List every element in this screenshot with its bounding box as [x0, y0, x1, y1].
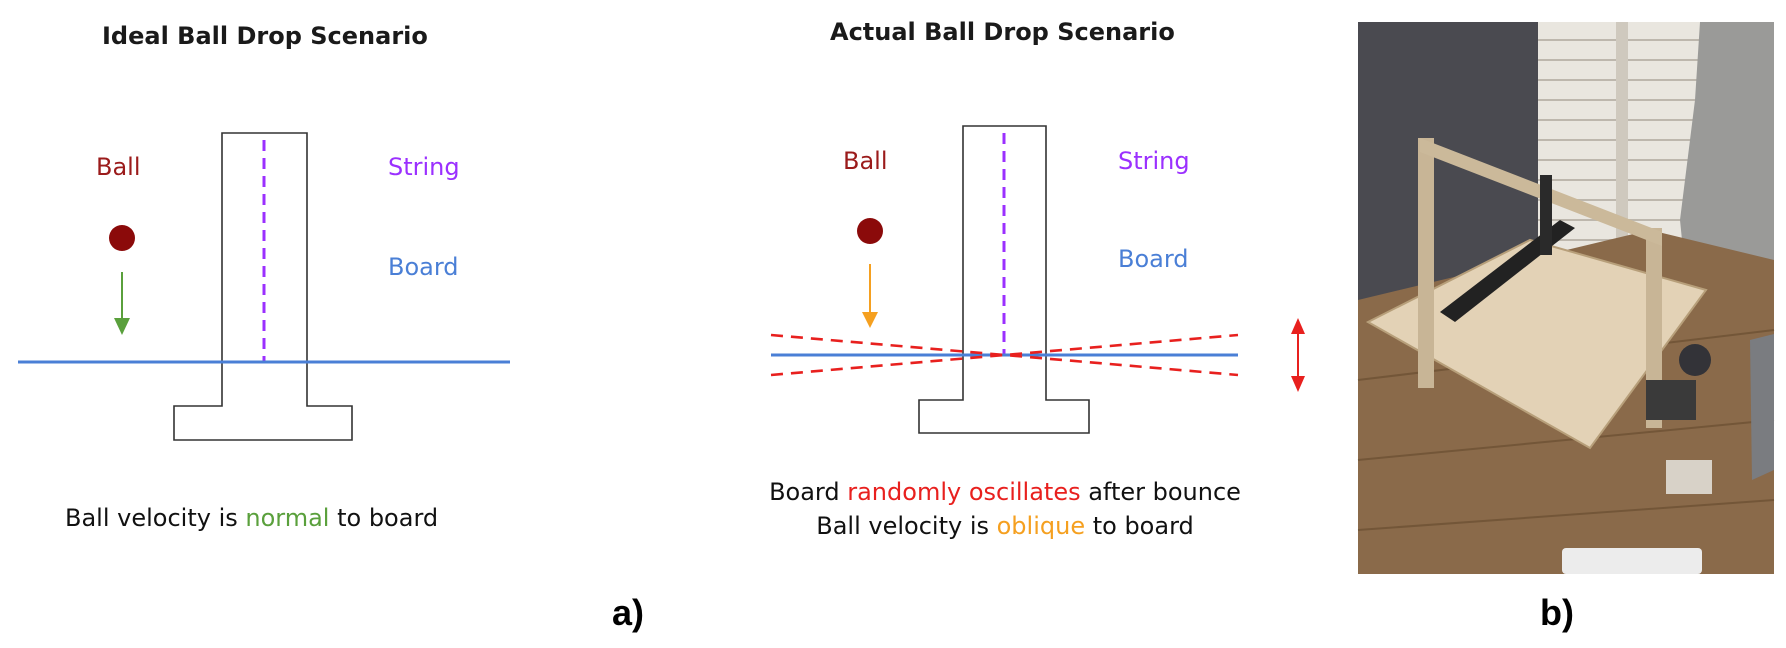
actual-caption1-post: after bounce	[1080, 478, 1241, 506]
ideal-title: Ideal Ball Drop Scenario	[102, 22, 428, 50]
actual-string-label: String	[1118, 147, 1190, 175]
photo-grid-board	[1365, 238, 1708, 450]
ideal-stand-outline	[173, 132, 353, 441]
actual-oscillation-line-up	[770, 333, 1239, 377]
actual-caption-line1: Board randomly oscillates after bounce	[740, 478, 1270, 506]
actual-stand-outline	[918, 125, 1090, 434]
actual-caption2-highlight: oblique	[996, 512, 1086, 540]
ideal-ball	[109, 225, 135, 251]
actual-caption1-pre: Board	[769, 478, 848, 506]
actual-oscillation-line-down	[770, 333, 1239, 377]
panel-label-a: a)	[612, 592, 645, 633]
actual-caption1-highlight: randomly oscillates	[847, 478, 1081, 506]
ideal-caption-highlight: normal	[245, 504, 330, 532]
actual-caption2-post: to board	[1085, 512, 1194, 540]
ideal-velocity-arrow-icon	[114, 272, 130, 335]
actual-title: Actual Ball Drop Scenario	[830, 18, 1175, 46]
oscillation-double-arrow-icon	[1291, 318, 1305, 392]
ideal-string-label: String	[388, 153, 460, 181]
actual-ball-label: Ball	[843, 147, 888, 175]
actual-caption2-pre: Ball velocity is	[816, 512, 997, 540]
ideal-caption-post: to board	[329, 504, 439, 532]
actual-board-label: Board	[1118, 245, 1189, 273]
actual-velocity-arrow-icon	[862, 264, 878, 328]
ideal-caption-pre: Ball velocity is	[65, 504, 246, 532]
ideal-ball-label: Ball	[96, 153, 141, 181]
actual-caption-line2: Ball velocity is oblique to board	[740, 512, 1270, 540]
panel-label-b: b)	[1540, 592, 1574, 633]
setup-photo	[1357, 22, 1775, 574]
ideal-caption: Ball velocity is normal to board	[65, 504, 438, 532]
ideal-board-label: Board	[388, 253, 459, 281]
actual-ball	[857, 218, 883, 244]
